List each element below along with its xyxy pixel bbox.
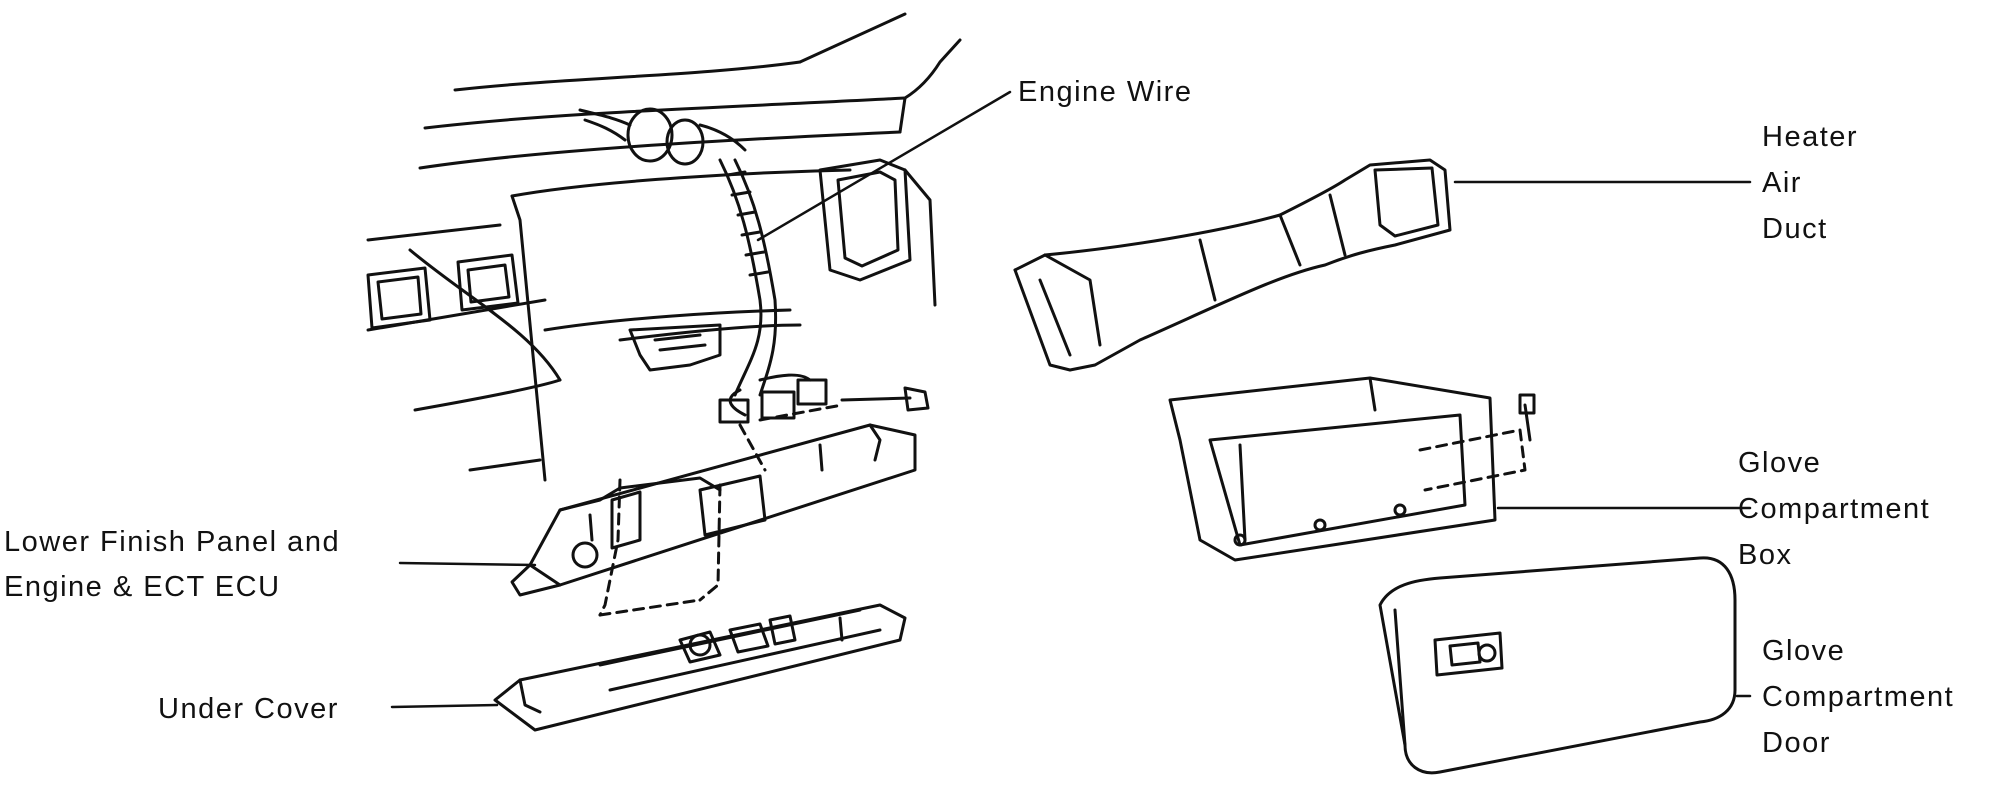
label-lower-finish-line-2: Engine & ECT ECU: [4, 571, 281, 603]
under-cover: [493, 603, 907, 732]
label-glove-box-line-3: Box: [1738, 539, 1792, 571]
lower-finish-panel: [510, 423, 917, 617]
label-glove-door-line-3: Door: [1762, 727, 1831, 759]
label-heater-line-1: Heater: [1762, 121, 1858, 153]
dashboard-assembly: [366, 12, 962, 482]
label-under-cover: Under Cover: [158, 693, 339, 725]
label-heater-line-2: Air: [1762, 167, 1802, 199]
label-glove-door-line-2: Compartment: [1762, 681, 1954, 713]
engine-wire-harness: [718, 158, 930, 472]
glove-compartment-box: [1168, 376, 1536, 562]
label-glove-box-line-2: Compartment: [1738, 493, 1930, 525]
label-engine-wire: Engine Wire: [1018, 76, 1192, 108]
glove-compartment-door: [1378, 556, 1737, 775]
label-lower-finish-line-1: Lower Finish Panel and: [4, 526, 340, 558]
leader-lines: [390, 90, 1752, 709]
label-glove-box-line-1: Glove: [1738, 447, 1821, 479]
label-heater-line-3: Duct: [1762, 213, 1828, 245]
heater-air-duct: [1013, 158, 1452, 372]
label-glove-door-line-1: Glove: [1762, 635, 1845, 667]
